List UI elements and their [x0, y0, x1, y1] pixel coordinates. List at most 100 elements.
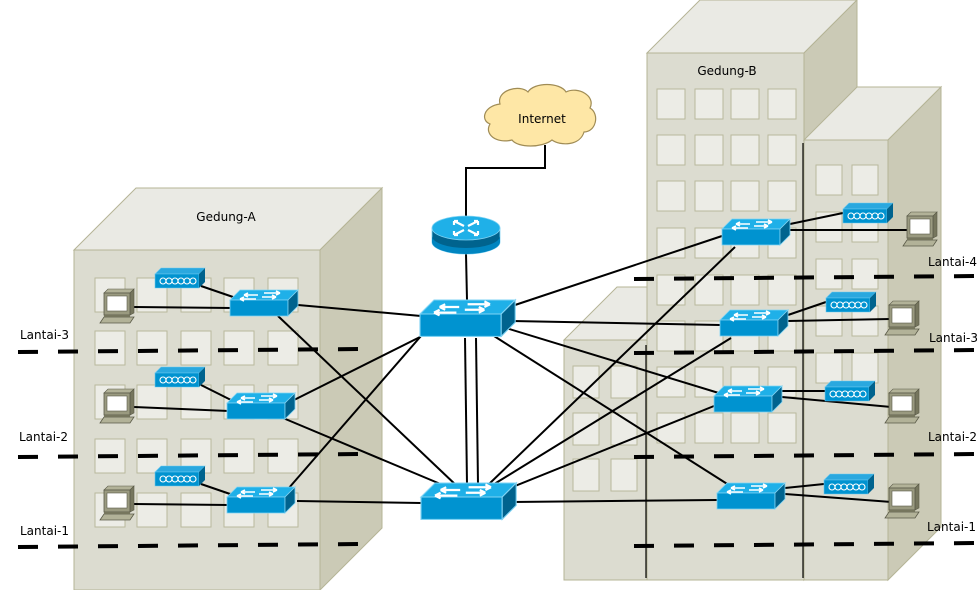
- window: [656, 320, 686, 352]
- access-switch-icon[interactable]: [721, 218, 791, 246]
- window: [656, 134, 686, 166]
- access-point-icon[interactable]: [154, 267, 206, 289]
- floor-label: Lantai-2: [928, 430, 977, 444]
- network-link: [781, 396, 892, 408]
- access-switch-icon[interactable]: [226, 392, 296, 420]
- network-link: [499, 405, 715, 493]
- network-link: [287, 335, 422, 490]
- window: [767, 88, 797, 120]
- floor-label: Lantai-3: [20, 328, 69, 342]
- window: [815, 258, 843, 290]
- window: [694, 412, 724, 444]
- floor-separator: [633, 452, 978, 459]
- window: [851, 258, 879, 290]
- network-link: [464, 337, 468, 485]
- router-arrow: [452, 219, 465, 227]
- router-arrow: [452, 229, 465, 237]
- network-link: [200, 384, 234, 402]
- core-switch-icon[interactable]: [419, 481, 518, 521]
- router-top: [431, 215, 501, 241]
- window: [851, 352, 879, 384]
- window: [767, 412, 797, 444]
- window: [610, 365, 638, 399]
- window: [815, 352, 843, 384]
- floor-separator: [633, 348, 978, 355]
- router-icon[interactable]: [431, 215, 501, 255]
- network-link: [784, 493, 892, 503]
- router-band: [432, 236, 500, 254]
- network-link: [465, 253, 468, 301]
- workstation-icon[interactable]: [884, 483, 920, 519]
- labels-layer: InternetGedung-AGedung-BLantai-3Lantai-2…: [19, 64, 978, 538]
- window: [694, 134, 724, 166]
- window: [610, 458, 638, 492]
- window: [572, 412, 600, 446]
- floor-label: Lantai-1: [20, 524, 69, 538]
- access-switch-icon[interactable]: [716, 482, 786, 510]
- network-link: [296, 500, 422, 504]
- network-link: [200, 483, 234, 496]
- building-label-gedung-b: Gedung-B: [697, 64, 756, 78]
- floor-separator: [17, 452, 361, 459]
- network-link: [490, 337, 732, 487]
- network-link: [285, 336, 421, 405]
- window: [136, 492, 168, 528]
- core-switch-icon[interactable]: [418, 298, 517, 338]
- window: [730, 180, 760, 212]
- cloud-shape: [483, 83, 597, 147]
- workstation-icon[interactable]: [99, 485, 135, 521]
- window: [730, 274, 760, 306]
- access-point-icon[interactable]: [825, 291, 877, 313]
- building-roof: [562, 286, 648, 341]
- floor-separator: [17, 542, 361, 549]
- access-point-icon[interactable]: [823, 473, 875, 495]
- workstation-icon[interactable]: [99, 388, 135, 424]
- workstation-icon[interactable]: [884, 388, 920, 424]
- network-link: [277, 315, 459, 488]
- network-link: [787, 301, 827, 316]
- window: [136, 384, 168, 420]
- network-link: [511, 235, 723, 307]
- workstation-icon[interactable]: [884, 300, 920, 336]
- internet-cloud-icon[interactable]: [483, 83, 597, 147]
- network-link: [133, 503, 230, 506]
- network-link: [133, 406, 230, 412]
- internet-label: Internet: [518, 112, 566, 126]
- workstation-icon[interactable]: [902, 211, 938, 247]
- window: [767, 180, 797, 212]
- access-point-icon[interactable]: [842, 202, 894, 224]
- window: [656, 180, 686, 212]
- floor-separator: [633, 541, 978, 548]
- access-switch-icon[interactable]: [713, 385, 783, 413]
- router-arrow: [467, 219, 480, 227]
- access-point-icon[interactable]: [154, 366, 206, 388]
- window: [572, 458, 600, 492]
- window: [136, 330, 168, 366]
- building-gedung-b-annex: [562, 286, 648, 581]
- window: [656, 227, 686, 259]
- window: [694, 88, 724, 120]
- building-gedung-b-wing: [802, 85, 943, 582]
- network-link: [297, 304, 422, 317]
- access-point-icon[interactable]: [824, 380, 876, 402]
- access-switch-icon[interactable]: [719, 309, 789, 337]
- workstation-icon[interactable]: [99, 288, 135, 324]
- network-link: [784, 483, 825, 489]
- network-link: [133, 306, 233, 309]
- floor-label: Lantai-2: [19, 430, 68, 444]
- network-link: [200, 285, 237, 299]
- access-point-icon[interactable]: [154, 465, 206, 487]
- network-link: [493, 335, 733, 488]
- window: [851, 164, 879, 196]
- window: [767, 134, 797, 166]
- floor-label: Lantai-1: [927, 520, 976, 534]
- window: [656, 88, 686, 120]
- access-switch-icon[interactable]: [229, 289, 299, 317]
- floor-label: Lantai-4: [928, 255, 977, 269]
- access-switch-icon[interactable]: [226, 486, 296, 514]
- network-link: [465, 145, 546, 216]
- network-link: [789, 212, 844, 225]
- window: [694, 180, 724, 212]
